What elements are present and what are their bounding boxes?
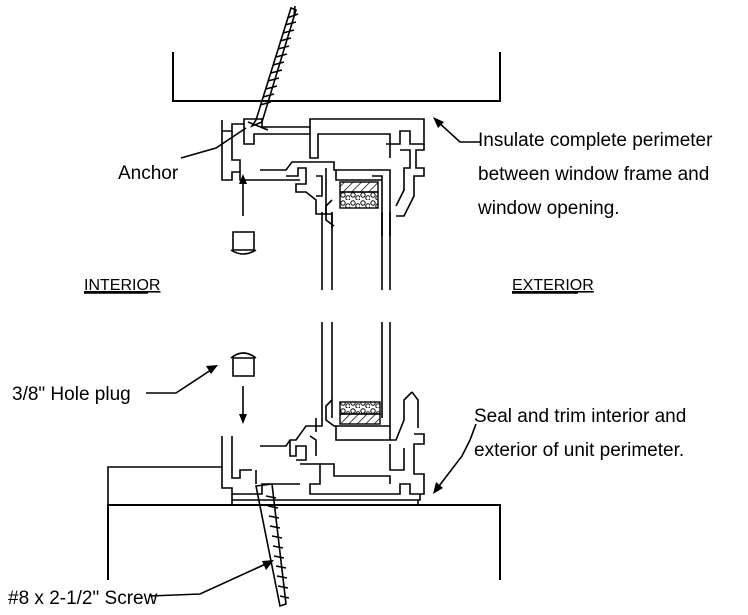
insulate-label-line2: between window frame and xyxy=(478,164,709,185)
anchor-label: Anchor xyxy=(118,163,179,184)
hole-plug-leader xyxy=(146,367,215,394)
insulate-leader xyxy=(435,119,480,143)
lower-hole-plug xyxy=(230,352,257,424)
bottom-seal-beads xyxy=(339,401,381,415)
exterior-label: EXTERIOR xyxy=(512,277,594,294)
insulate-label-line3: window opening. xyxy=(477,198,620,219)
seal-label-line2: exterior of unit perimeter. xyxy=(474,440,684,461)
interior-label: INTERIOR xyxy=(84,277,160,294)
top-seal-beads xyxy=(339,191,379,209)
seal-leader xyxy=(435,423,477,491)
top-frame-profile xyxy=(221,118,425,236)
upper-hole-plug xyxy=(230,174,257,255)
screw-label: #8 x 2-1/2" Screw xyxy=(8,588,158,609)
top-screw xyxy=(247,5,299,131)
bottom-sill-wall xyxy=(107,504,501,580)
hole-plug-label: 3/8" Hole plug xyxy=(12,384,131,405)
bottom-spacer-hatch xyxy=(339,413,381,425)
glass-panel xyxy=(321,212,391,418)
insulate-label-line1: Insulate complete perimeter xyxy=(478,130,713,151)
top-spacer-hatch xyxy=(339,181,379,193)
screw-leader xyxy=(149,561,271,597)
seal-label-line1: Seal and trim interior and xyxy=(474,406,686,427)
bottom-frame-profile xyxy=(221,391,425,506)
interior-trim xyxy=(107,466,222,505)
anchor-leader xyxy=(180,127,247,159)
top-header-opening xyxy=(172,52,501,102)
bottom-screw xyxy=(255,483,290,608)
